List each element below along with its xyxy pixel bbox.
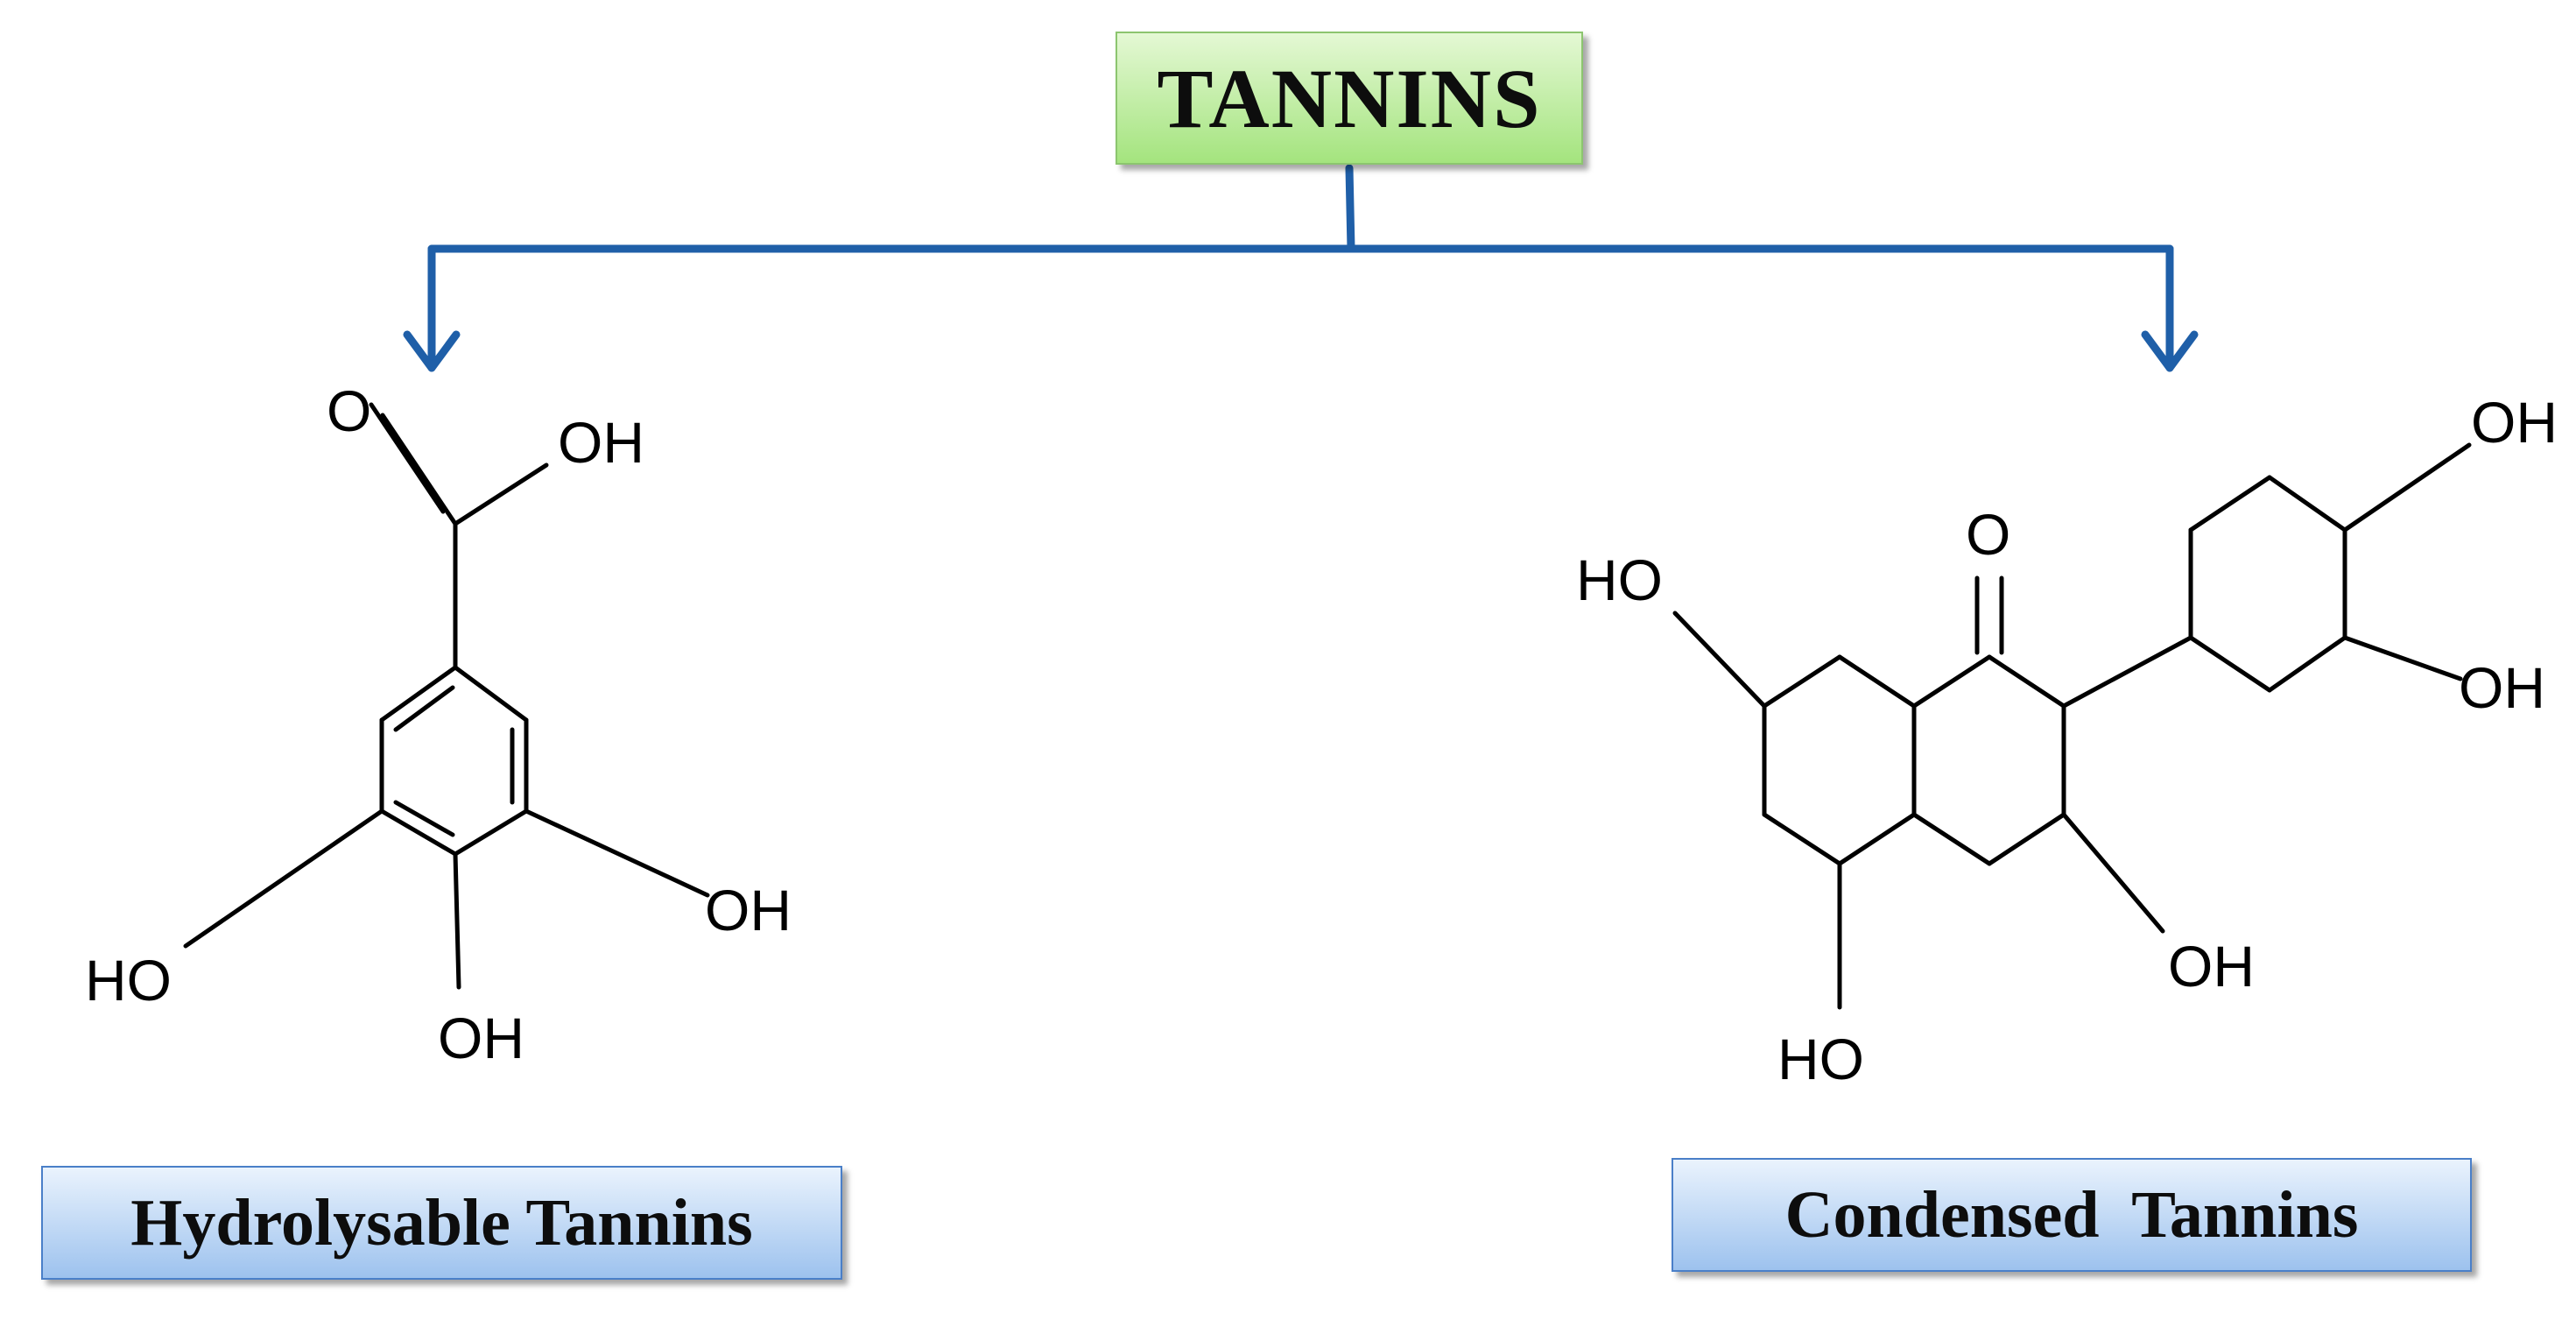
- left-hydroxyl-label: HO: [85, 948, 172, 1013]
- ketone-oxygen-label: O: [1966, 502, 2010, 567]
- root-stem-line: [1345, 164, 1355, 253]
- bottom-hydroxyl-label: HO: [1777, 1027, 1864, 1091]
- right-hydroxyl-label: OH: [2459, 655, 2545, 720]
- condensed-tannin-structure: [1672, 442, 2472, 1010]
- gallic-acid-structure: [183, 402, 710, 990]
- tannins-title: TANNINS: [1157, 51, 1542, 145]
- left-arrowhead: [403, 330, 461, 372]
- carbonyl-oxygen-label: O: [327, 378, 371, 443]
- right-arrowhead: [2141, 330, 2199, 372]
- right-hydroxyl-label: OH: [705, 878, 792, 942]
- hydrolysable-tannins-label: Hydrolysable Tannins: [130, 1185, 753, 1260]
- condensed-tannin-labels: O OH OH HO OH HO: [1576, 390, 2558, 1091]
- hydrolysable-tannins-box: Hydrolysable Tannins: [41, 1166, 842, 1280]
- middle-hydroxyl-label: OH: [2168, 934, 2255, 999]
- condensed-tannins-box: Condensed Tannins: [1672, 1158, 2472, 1272]
- tree-connector: [403, 164, 2199, 372]
- condensed-tannins-label: Condensed Tannins: [1784, 1177, 2359, 1252]
- gallic-acid-labels: O OH OH HO OH: [85, 378, 792, 1070]
- top-hydroxyl-label: OH: [2471, 390, 2558, 455]
- tannins-title-box: TANNINS: [1116, 32, 1583, 165]
- left-hydroxyl-label: HO: [1576, 547, 1663, 612]
- acid-hydroxyl-label: OH: [558, 410, 644, 475]
- bottom-hydroxyl-label: OH: [438, 1006, 524, 1070]
